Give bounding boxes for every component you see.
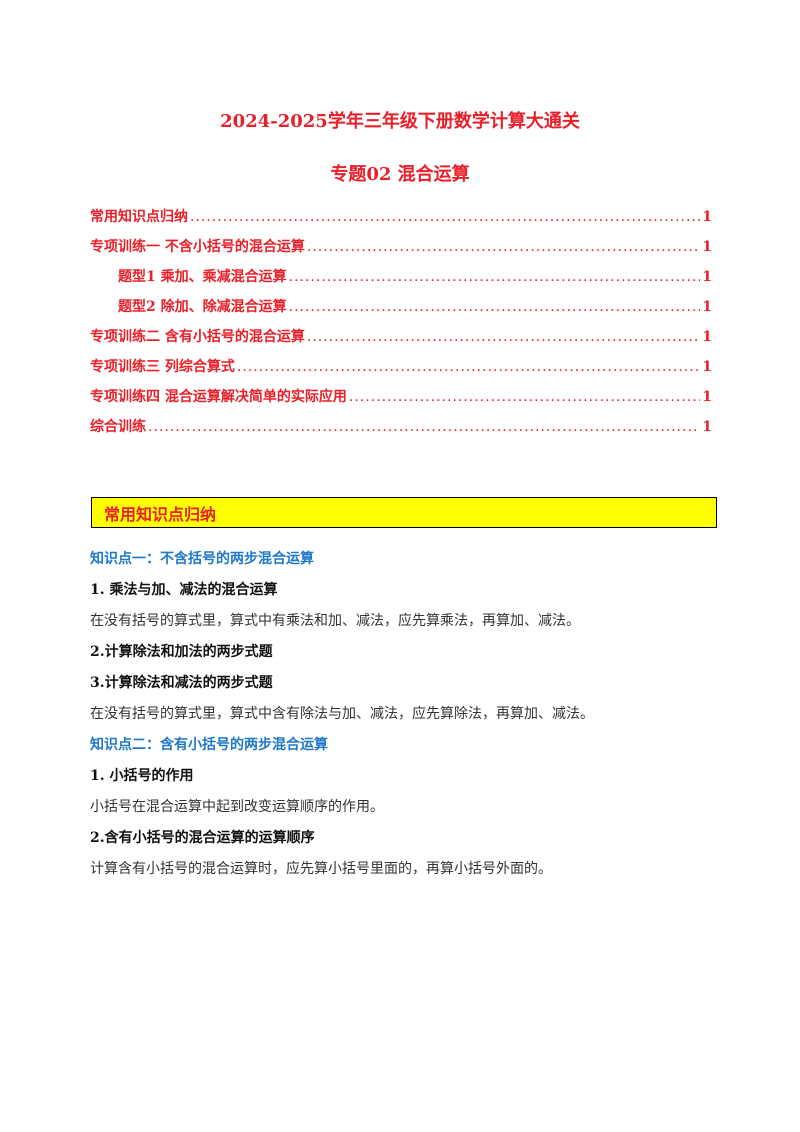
toc-item[interactable]: 专项训练三 列综合算式 1	[90, 356, 712, 386]
toc-item-label: 专项训练二 含有小括号的混合运算	[90, 329, 305, 345]
section-heading: 常用知识点归纳	[104, 504, 217, 524]
toc-subitem[interactable]: 题型1 乘加、乘减混合运算 1	[90, 266, 712, 296]
toc-leader-dots	[289, 296, 701, 318]
paragraph: 小括号在混合运算中起到改变运算顺序的作用。	[90, 799, 384, 815]
toc-item-label: 综合训练	[90, 419, 146, 435]
toc-item-page: 1	[702, 359, 712, 375]
section-heading-box: 常用知识点归纳	[91, 497, 717, 528]
subheading: 2.含有小括号的混合运算的运算顺序	[90, 830, 315, 846]
toc-item-label: 常用知识点归纳	[90, 209, 188, 225]
toc-item-label: 题型2 除加、除减混合运算	[118, 299, 287, 315]
toc-item-page: 1	[702, 419, 712, 435]
toc-item-page: 1	[702, 299, 712, 315]
paragraph: 计算含有小括号的混合运算时，应先算小括号里面的，再算小括号外面的。	[90, 861, 552, 877]
document-title: 2024-2025学年三年级下册数学计算大通关	[220, 111, 580, 132]
toc-item-label: 专项训练三 列综合算式	[90, 359, 235, 375]
knowledge-point-heading: 知识点二：含有小括号的两步混合运算	[90, 737, 328, 753]
toc-item-label: 专项训练四 混合运算解决简单的实际应用	[90, 389, 347, 405]
toc-leader-dots	[307, 236, 700, 258]
toc-item-label: 专项训练一 不含小括号的混合运算	[90, 239, 305, 255]
toc-leader-dots	[148, 416, 700, 438]
document-subtitle: 专题02 混合运算	[330, 164, 470, 185]
toc-item-page: 1	[702, 389, 712, 405]
subheading: 1. 小括号的作用	[90, 768, 194, 784]
toc-item-page: 1	[702, 269, 712, 285]
paragraph: 在没有括号的算式里，算式中含有除法与加、减法，应先算除法，再算加、减法。	[90, 706, 594, 722]
toc-leader-dots	[349, 386, 700, 408]
content-body: 知识点一：不含括号的两步混合运算 1. 乘法与加、减法的混合运算 在没有括号的算…	[90, 547, 720, 888]
toc-item[interactable]: 专项训练二 含有小括号的混合运算 1	[90, 326, 712, 356]
knowledge-point-heading: 知识点一：不含括号的两步混合运算	[90, 551, 314, 567]
toc-item-page: 1	[702, 239, 712, 255]
toc-leader-dots	[307, 326, 700, 348]
subheading: 1. 乘法与加、减法的混合运算	[90, 582, 278, 598]
toc-subitem[interactable]: 题型2 除加、除减混合运算 1	[90, 296, 712, 326]
subheading: 2.计算除法和加法的两步式题	[90, 644, 273, 660]
toc-leader-dots	[190, 206, 700, 228]
table-of-contents: 常用知识点归纳 1 专项训练一 不含小括号的混合运算 1 题型1 乘加、乘减混合…	[90, 206, 712, 446]
toc-item-page: 1	[702, 209, 712, 225]
toc-leader-dots	[237, 356, 700, 378]
subheading: 3.计算除法和减法的两步式题	[90, 675, 273, 691]
toc-item[interactable]: 综合训练 1	[90, 416, 712, 446]
toc-item[interactable]: 专项训练一 不含小括号的混合运算 1	[90, 236, 712, 266]
toc-item[interactable]: 常用知识点归纳 1	[90, 206, 712, 236]
toc-item-page: 1	[702, 329, 712, 345]
toc-item-label: 题型1 乘加、乘减混合运算	[118, 269, 287, 285]
toc-item[interactable]: 专项训练四 混合运算解决简单的实际应用 1	[90, 386, 712, 416]
toc-leader-dots	[289, 266, 701, 288]
paragraph: 在没有括号的算式里，算式中有乘法和加、减法，应先算乘法，再算加、减法。	[90, 613, 580, 629]
